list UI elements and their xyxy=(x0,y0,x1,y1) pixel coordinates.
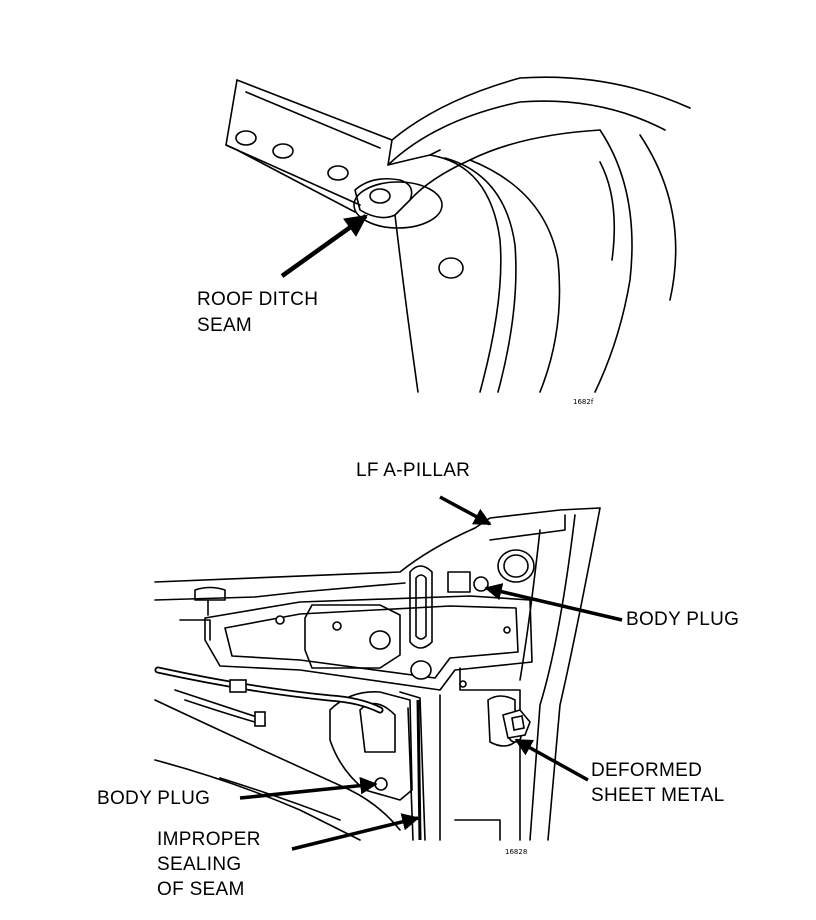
a-pillar-illustration xyxy=(154,507,601,841)
panel-hole xyxy=(275,615,285,625)
top-figure-code: 1682f xyxy=(573,398,594,406)
panel-hole xyxy=(332,621,342,631)
a-pillar-label: LF A-PILLAR xyxy=(356,460,471,481)
harness-connector xyxy=(229,679,247,693)
pillar-hole xyxy=(438,257,464,279)
deformed-clip xyxy=(502,709,531,739)
roof-ditch-illustration xyxy=(225,76,691,393)
rail-hole xyxy=(369,188,391,204)
improper-label-line2: SEALING xyxy=(157,854,242,875)
body-plug-right-arrow xyxy=(484,583,623,622)
panel-holes xyxy=(275,549,535,791)
roof-ditch-label-line1: ROOF DITCH xyxy=(197,289,319,310)
improper-label-line1: IMPROPER xyxy=(157,829,261,850)
body-plug-lower xyxy=(374,777,388,791)
body-plug-left-label: BODY PLUG xyxy=(97,788,211,809)
improper-sealing-arrow xyxy=(291,813,420,851)
harness-clip xyxy=(254,711,266,727)
rail-holes xyxy=(235,130,464,279)
roof-ditch-arrow xyxy=(280,214,368,278)
panel-hole xyxy=(459,680,467,688)
bottom-figure-code: 16828 xyxy=(505,848,528,856)
pillar-upper-hole-inner xyxy=(503,554,529,578)
rail-hole xyxy=(235,130,257,146)
roof-ditch-label-line2: SEAM xyxy=(197,315,253,336)
deformed-label-line1: DEFORMED xyxy=(591,760,703,781)
slot-hole xyxy=(410,660,432,680)
wire-harness xyxy=(154,666,384,727)
rail-hole xyxy=(327,165,349,181)
deformed-label-line2: SHEET METAL xyxy=(591,785,725,806)
body-plug-left-arrow xyxy=(239,776,378,800)
improper-label-line3: OF SEAM xyxy=(157,879,245,900)
deformed-arrow xyxy=(514,738,589,782)
rail-hole xyxy=(272,143,294,159)
body-plug-right-label: BODY PLUG xyxy=(626,609,740,630)
a-pillar-arrow xyxy=(439,495,492,526)
panel-hole xyxy=(369,630,391,650)
seam-line xyxy=(416,699,422,841)
panel-hole xyxy=(503,626,511,634)
seam-highlight-circle xyxy=(353,181,443,229)
